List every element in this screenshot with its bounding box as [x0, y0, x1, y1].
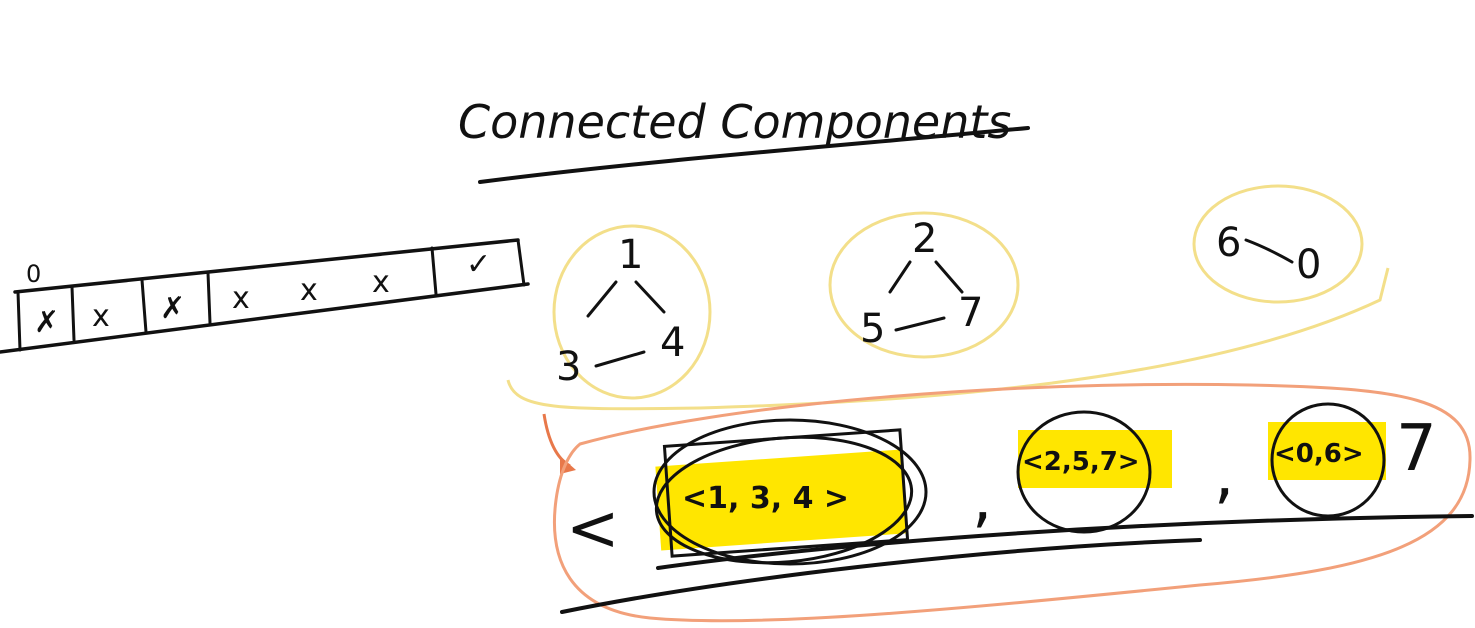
graph-node: 4 [660, 320, 685, 366]
graph-edge [894, 316, 946, 332]
graph-components: 1 3 4 2 5 7 6 0 [506, 184, 1390, 411]
array-cell: x [92, 299, 110, 334]
graph-node: 1 [618, 232, 643, 278]
component-1: 1 3 4 [552, 224, 712, 400]
array-divider [206, 271, 212, 325]
component-3: 6 0 [1192, 184, 1364, 304]
result-underline [560, 538, 1202, 614]
highlight [1268, 422, 1386, 480]
array-divider [430, 246, 438, 296]
components-group-outline [506, 267, 1390, 411]
result-list: < <1, 3, 4 > , <2,5,7> , <0,6> 7 [552, 382, 1474, 623]
visited-array: 0 ✗ x ✗ x x x ✓ [0, 238, 530, 354]
result-component-1: <1, 3, 4 > [652, 418, 928, 566]
component-outline [552, 224, 712, 400]
result-separator: , [1214, 438, 1234, 512]
array-divider [70, 285, 76, 342]
graph-node: 3 [556, 344, 581, 390]
result-outline [552, 382, 1472, 623]
result-close-bracket: 7 [1396, 412, 1437, 486]
component-outline [1192, 184, 1364, 304]
highlight [1018, 430, 1172, 488]
array-index-label: 0 [26, 260, 41, 288]
graph-node: 7 [958, 290, 983, 336]
array-cell: ✗ [34, 305, 59, 340]
array-top-edge [13, 238, 520, 294]
graph-edge [586, 280, 618, 318]
array-bottom-edge [0, 282, 530, 354]
array-cell: x [232, 281, 250, 316]
component-2: 2 5 7 [828, 211, 1020, 359]
result-ring [1016, 410, 1152, 534]
result-box [662, 428, 910, 558]
graph-node: 6 [1216, 220, 1241, 266]
result-separator: , [972, 462, 992, 536]
graph-node: 2 [912, 216, 937, 262]
graph-node: 5 [860, 306, 885, 352]
graph-edge [888, 260, 912, 294]
array-divider [140, 278, 148, 334]
result-component-3: <0,6> [1268, 402, 1386, 518]
graph-node: 0 [1296, 242, 1321, 288]
result-component-2: <2,5,7> [1016, 410, 1172, 534]
result-component: <0,6> [1274, 439, 1364, 469]
component-outline [828, 211, 1020, 359]
array-cell: x [300, 273, 318, 308]
highlight [655, 449, 907, 551]
graph-edge [934, 260, 964, 294]
array-divider [16, 290, 22, 352]
title-underline [478, 126, 1030, 184]
result-component: <2,5,7> [1022, 447, 1140, 477]
result-ring [1270, 402, 1386, 518]
arrow-line [542, 413, 571, 468]
result-open-bracket: < [566, 492, 620, 566]
array-cell: ✗ [160, 291, 185, 326]
array-divider [516, 238, 526, 287]
graph-edge [594, 350, 646, 368]
array-cell: ✓ [466, 247, 491, 282]
array-cell: x [372, 265, 390, 300]
graph-edge [634, 280, 666, 314]
graph-edge [1244, 238, 1294, 264]
page-title: Connected Components [458, 95, 1011, 149]
result-component: <1, 3, 4 > [682, 481, 849, 516]
result-ring [652, 418, 928, 566]
